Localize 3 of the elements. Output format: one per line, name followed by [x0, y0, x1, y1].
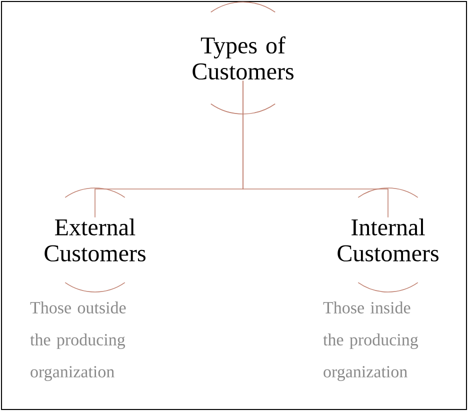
description: Those outside the producing organization	[30, 302, 126, 381]
connector-line	[242, 80, 388, 218]
description: Those inside the producing organization	[323, 302, 418, 381]
